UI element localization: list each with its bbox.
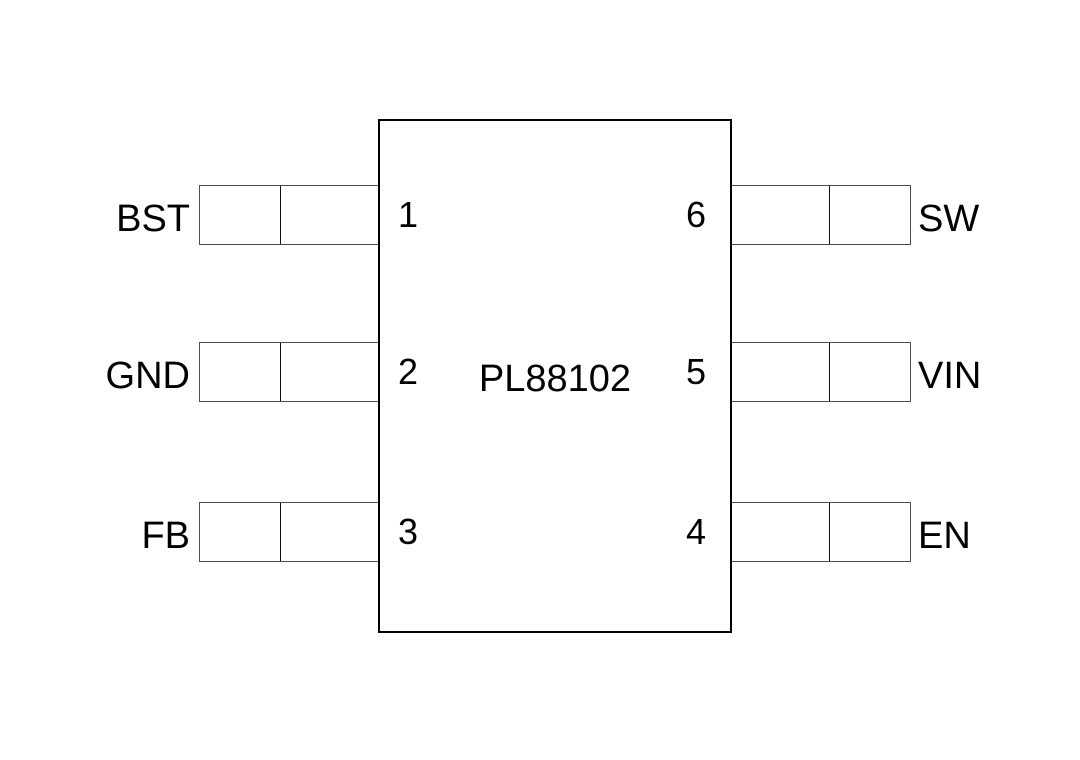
pin-label-en: EN	[918, 515, 971, 557]
pad-divider-line	[280, 343, 281, 401]
pad-divider-line	[829, 186, 830, 244]
pin-number-5: 5	[685, 351, 707, 392]
pin-pad-fb	[199, 502, 379, 562]
pin-pad-en	[731, 502, 911, 562]
ic-body: 1 2 3 6 5 4 PL88102	[378, 119, 732, 633]
pin-number-4: 4	[685, 511, 707, 552]
pin-number-1: 1	[397, 194, 419, 235]
pad-divider-line	[829, 503, 830, 561]
pin-label-bst: BST	[116, 198, 190, 240]
pin-number-6: 6	[685, 194, 707, 235]
pin-pad-gnd	[199, 342, 379, 402]
pad-divider-line	[829, 343, 830, 401]
pin-number-3: 3	[397, 511, 419, 552]
pad-divider-line	[280, 186, 281, 244]
pin-label-sw: SW	[918, 198, 980, 240]
part-number-label: PL88102	[478, 358, 632, 400]
pin-label-vin: VIN	[918, 355, 982, 397]
pin-pad-bst	[199, 185, 379, 245]
pin-label-fb: FB	[141, 515, 190, 557]
pin-pad-sw	[731, 185, 911, 245]
pin-pad-vin	[731, 342, 911, 402]
pad-divider-line	[280, 503, 281, 561]
pin-label-gnd: GND	[105, 355, 190, 397]
pin-number-2: 2	[397, 351, 419, 392]
